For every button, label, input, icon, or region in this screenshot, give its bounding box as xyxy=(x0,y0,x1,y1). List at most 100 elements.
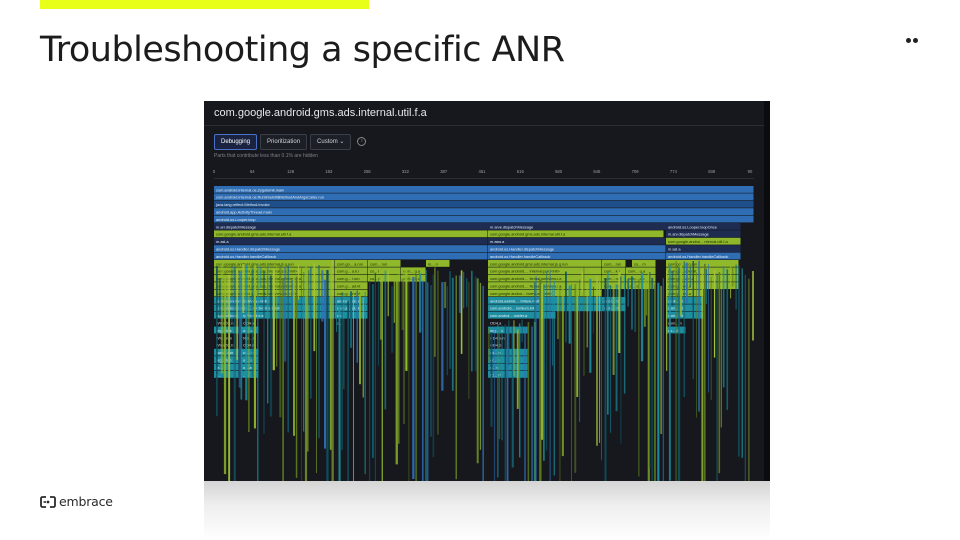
flame-frame[interactable] xyxy=(488,311,556,319)
brand-name: embrace xyxy=(59,494,113,509)
stack-column xyxy=(586,286,588,348)
flame-frame[interactable] xyxy=(488,274,602,282)
flame-frame[interactable] xyxy=(214,215,754,223)
stack-column xyxy=(519,323,521,458)
flame-frame[interactable] xyxy=(241,348,259,356)
flame-frame-label: co... xyxy=(337,313,344,318)
stack-column xyxy=(387,270,389,317)
flame-frame[interactable] xyxy=(426,260,450,267)
flame-frame[interactable] xyxy=(214,208,754,215)
flame-frame[interactable] xyxy=(602,267,626,275)
stack-column xyxy=(253,265,256,429)
stack-column xyxy=(377,280,379,366)
flame-frame[interactable] xyxy=(488,319,528,326)
flame-frame[interactable] xyxy=(488,237,666,245)
flame-frame[interactable] xyxy=(666,260,739,267)
flame-frame[interactable] xyxy=(626,274,656,282)
flame-frame[interactable] xyxy=(626,282,656,289)
stack-column xyxy=(657,282,660,481)
stack-column xyxy=(631,276,633,330)
flame-frame[interactable] xyxy=(368,274,401,282)
stack-column xyxy=(324,279,326,449)
screenshot-reflection xyxy=(204,481,770,540)
flame-frame[interactable] xyxy=(241,334,259,341)
flame-frame[interactable] xyxy=(214,341,239,349)
tab-debugging[interactable]: Debugging xyxy=(214,134,258,150)
flame-frame[interactable] xyxy=(368,267,401,275)
flame-frame[interactable] xyxy=(241,356,259,363)
flame-frame[interactable] xyxy=(214,223,684,230)
flame-frame[interactable] xyxy=(401,267,426,275)
stack-column xyxy=(338,305,341,481)
flame-frame[interactable] xyxy=(488,223,664,230)
flame-frame[interactable] xyxy=(214,186,754,193)
stack-column xyxy=(534,281,536,481)
ruler-tick: 838 xyxy=(708,169,716,174)
flame-frame[interactable] xyxy=(241,326,259,334)
stack-column xyxy=(726,269,729,410)
flame-frame[interactable] xyxy=(602,274,626,282)
flame-frame[interactable] xyxy=(488,304,602,312)
stack-column xyxy=(240,270,243,400)
flame-frame[interactable] xyxy=(488,282,602,289)
flame-frame[interactable] xyxy=(488,230,664,238)
flame-frame[interactable] xyxy=(488,252,666,260)
ruler-tick: 709 xyxy=(631,169,639,174)
stack-column xyxy=(463,271,465,309)
flame-frame[interactable] xyxy=(335,267,368,275)
info-icon[interactable]: i xyxy=(357,137,367,146)
stack-column xyxy=(521,319,523,342)
flame-frame[interactable] xyxy=(214,252,488,260)
flame-frame[interactable] xyxy=(241,363,259,371)
flame-frame[interactable] xyxy=(214,363,239,371)
stack-column xyxy=(718,272,721,474)
flame-frame[interactable] xyxy=(666,252,741,260)
flame-frame[interactable] xyxy=(214,326,239,334)
flame-frame[interactable] xyxy=(214,334,239,341)
flame-frame[interactable] xyxy=(602,260,626,267)
flame-frame[interactable] xyxy=(335,282,368,289)
flame-frame[interactable] xyxy=(632,260,656,267)
flame-frame-label: andr... tn xyxy=(604,298,619,303)
flame-frame[interactable] xyxy=(214,200,754,208)
tab-custom[interactable]: Custom ⌄ xyxy=(310,134,352,150)
stack-column xyxy=(432,274,435,458)
flame-frame[interactable] xyxy=(214,237,488,245)
stack-column xyxy=(301,268,302,481)
flame-frame[interactable] xyxy=(488,289,602,297)
ruler-tick: 322 xyxy=(401,169,409,174)
flame-frame[interactable] xyxy=(488,297,602,304)
flame-frame[interactable] xyxy=(602,282,626,289)
stack-column xyxy=(535,276,537,481)
flame-frame[interactable] xyxy=(666,230,741,238)
flame-frame[interactable] xyxy=(214,356,239,363)
stack-column xyxy=(395,280,398,465)
flame-frame[interactable] xyxy=(488,245,666,252)
stack-column xyxy=(720,273,722,428)
flame-frame[interactable] xyxy=(368,260,401,267)
flame-frame-label: com... g.a xyxy=(403,269,421,274)
flame-frame[interactable] xyxy=(214,230,488,238)
tab-prioritization[interactable]: Prioritization xyxy=(260,134,308,150)
flame-frame[interactable] xyxy=(241,319,259,326)
flame-frame[interactable] xyxy=(335,274,368,282)
stack-column xyxy=(306,268,309,452)
flame-frame[interactable] xyxy=(666,223,741,230)
flame-frame[interactable] xyxy=(214,260,335,267)
flame-frame[interactable] xyxy=(335,319,356,326)
flame-frame[interactable] xyxy=(488,260,602,267)
flame-frame[interactable] xyxy=(626,267,656,275)
flame-frame[interactable] xyxy=(214,193,754,201)
flame-frame[interactable] xyxy=(214,245,488,252)
flame-frame[interactable] xyxy=(241,371,259,378)
flame-frame[interactable] xyxy=(488,267,602,275)
flame-frame[interactable] xyxy=(214,348,239,356)
stack-column xyxy=(549,269,551,481)
flame-frame[interactable] xyxy=(335,260,368,267)
flame-frame[interactable] xyxy=(241,341,259,349)
flame-frame[interactable] xyxy=(214,319,239,326)
flame-frame[interactable] xyxy=(666,237,741,245)
flame-frame-label: com.go... a.k.init xyxy=(668,269,697,274)
flame-frame[interactable] xyxy=(214,371,239,378)
flame-frame[interactable] xyxy=(666,245,741,252)
